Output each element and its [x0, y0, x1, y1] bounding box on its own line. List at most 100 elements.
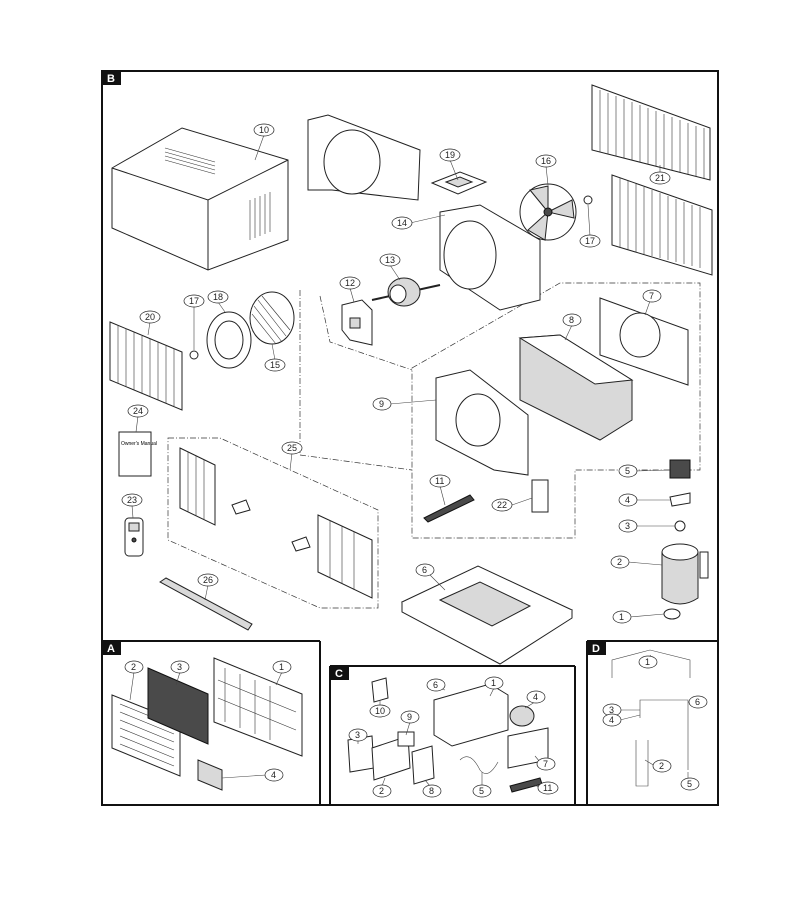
callout-d-5: 5 [680, 772, 700, 791]
callout-b-24: 24 [127, 404, 149, 433]
part-washer [674, 520, 686, 532]
part-pcb [371, 735, 411, 781]
section-label-d: D [588, 642, 606, 655]
callouts: 10 19 16 21 14 17 13 12 17 18 20 15 7 8 … [121, 123, 708, 798]
part-clip [669, 492, 691, 507]
callout-d-3: 3 [602, 703, 640, 717]
guide-line-2 [299, 290, 413, 471]
svg-text:5: 5 [687, 779, 692, 789]
part-curtain-bracket-2 [291, 536, 311, 552]
callout-c-11: 11 [534, 781, 559, 795]
callout-b-8: 8 [562, 313, 582, 341]
svg-text:4: 4 [533, 692, 538, 702]
svg-text:4: 4 [609, 715, 614, 725]
part-control-panel [347, 735, 375, 773]
svg-text:B: B [107, 73, 115, 85]
callout-b-23: 23 [121, 493, 143, 519]
callout-b-12: 12 [339, 276, 361, 303]
svg-text:16: 16 [541, 156, 551, 166]
svg-text:13: 13 [385, 255, 395, 265]
part-power-cord [509, 777, 543, 793]
callout-d-2: 2 [644, 759, 672, 773]
callout-b-13: 13 [379, 253, 401, 281]
guide-line-1 [319, 295, 413, 371]
svg-text:1: 1 [645, 657, 650, 667]
part-side-curtain-left [179, 447, 216, 526]
svg-text:18: 18 [213, 292, 223, 302]
svg-text:Owner's Manual: Owner's Manual [121, 441, 157, 447]
callout-c-9: 9 [400, 710, 420, 736]
svg-text:2: 2 [131, 662, 136, 672]
side-curtain-outline [167, 437, 379, 609]
callout-b-18: 18 [207, 290, 229, 313]
svg-text:C: C [335, 668, 343, 680]
svg-text:12: 12 [345, 278, 355, 288]
part-condenser-coil-top [591, 84, 711, 181]
section-labels: B A C D [103, 72, 606, 680]
callout-b-1: 1 [612, 610, 665, 624]
svg-text:23: 23 [127, 495, 137, 505]
svg-text:26: 26 [203, 575, 213, 585]
part-side-curtain-right [317, 514, 373, 599]
callout-c-6: 6 [426, 678, 446, 692]
part-nut-2 [189, 350, 199, 360]
callout-c-8: 8 [422, 779, 442, 798]
callout-b-10: 10 [253, 123, 275, 161]
callout-b-20: 20 [139, 310, 161, 336]
svg-text:20: 20 [145, 312, 155, 322]
svg-text:1: 1 [491, 678, 496, 688]
svg-text:10: 10 [375, 706, 385, 716]
part-curtain-bracket [231, 499, 251, 515]
callout-a-2: 2 [124, 660, 144, 701]
svg-text:6: 6 [695, 697, 700, 707]
svg-text:D: D [592, 643, 600, 655]
part-control-box [433, 683, 509, 747]
svg-text:3: 3 [355, 730, 360, 740]
callout-b-21: 21 [649, 165, 671, 185]
section-label-c: C [331, 667, 349, 680]
svg-text:21: 21 [655, 173, 665, 183]
svg-text:1: 1 [279, 662, 284, 672]
svg-text:19: 19 [445, 150, 455, 160]
part-discharge-pipe [611, 649, 691, 678]
svg-text:2: 2 [379, 786, 384, 796]
part-capillary [635, 740, 649, 787]
part-nut [583, 195, 593, 205]
svg-text:11: 11 [543, 783, 552, 793]
callout-b-4: 4 [618, 493, 670, 507]
part-orifice-ring [206, 311, 252, 369]
part-fan-motor [371, 277, 441, 307]
callout-b-17b: 17 [183, 294, 205, 350]
part-front-panel [213, 657, 303, 757]
callout-c-2: 2 [372, 777, 392, 798]
part-condenser-fan [519, 183, 577, 241]
callout-b-2: 2 [610, 555, 663, 569]
part-scroll-housing [518, 334, 634, 441]
svg-text:7: 7 [649, 291, 654, 301]
svg-text:14: 14 [397, 218, 407, 228]
svg-text:9: 9 [407, 712, 412, 722]
part-bracket [430, 171, 488, 195]
svg-text:24: 24 [133, 406, 143, 416]
part-owners-manual: Owner's Manual [118, 431, 157, 477]
part-sill-rail [159, 577, 253, 631]
svg-text:10: 10 [259, 125, 269, 135]
callout-b-9: 9 [372, 397, 437, 411]
section-label-b: B [103, 72, 121, 85]
part-cabinet [111, 127, 289, 271]
blower-assembly-outline [411, 282, 701, 539]
part-front-housing [435, 369, 529, 476]
part-thermistor [423, 494, 475, 523]
part-terminal-block [531, 479, 549, 513]
svg-text:22: 22 [497, 500, 507, 510]
callout-b-3: 3 [618, 519, 675, 533]
callout-b-7: 7 [642, 289, 662, 316]
callout-b-25: 25 [281, 441, 303, 471]
part-relay [397, 731, 415, 747]
part-motor-mount [341, 299, 373, 346]
svg-text:6: 6 [433, 680, 438, 690]
svg-text:5: 5 [625, 466, 630, 476]
svg-text:2: 2 [659, 761, 664, 771]
svg-text:1: 1 [619, 612, 624, 622]
